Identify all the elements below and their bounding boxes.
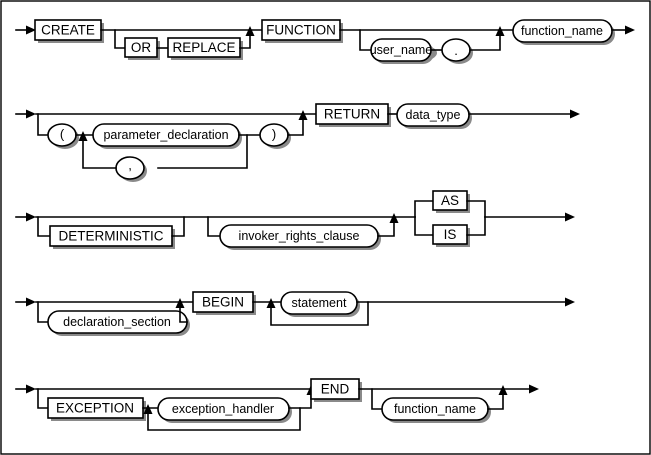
exit-arrow-row5 [529, 384, 539, 394]
branch-up-exception [299, 393, 312, 409]
entry-arrow-row3 [26, 212, 36, 222]
invoker-rights-label: invoker_rights_clause [239, 229, 360, 243]
parameter-declaration-label: parameter_declaration [103, 128, 228, 142]
exception-label: EXCEPTION [56, 401, 134, 416]
user-name-label: user_name [370, 43, 433, 57]
merge-arrow-function-name-2 [498, 385, 508, 395]
row-deterministic: DETERMINISTIC invoker_rights_clause AS I… [15, 190, 575, 250]
exit-arrow-row1 [625, 25, 635, 35]
branch-up-deterministic [171, 216, 185, 237]
comma-loop-left [82, 139, 117, 169]
choice-up-as [414, 200, 434, 218]
exception-handler-repeat-loop [147, 407, 301, 431]
rparen-label: ) [272, 126, 276, 141]
branch-down-deterministic [37, 216, 51, 237]
is-label: IS [444, 227, 457, 242]
branch-down-invoker [207, 216, 221, 237]
dot-label: . [454, 43, 458, 58]
exception-handler-oval[interactable] [157, 397, 290, 421]
declaration-section-label: declaration_section [63, 315, 171, 329]
function-name-1-oval[interactable] [512, 19, 613, 43]
branch-down-or [114, 29, 126, 49]
branch-up-declaration [179, 306, 188, 323]
begin-label: BEGIN [202, 295, 244, 310]
comma-label: , [128, 157, 132, 172]
branch-down-declaration [37, 301, 49, 323]
branch-down-function-name-2 [371, 388, 383, 410]
statement-label: statement [292, 296, 347, 310]
entry-arrow-row2 [26, 109, 36, 119]
function-name-1-label: function_name [521, 24, 603, 38]
row-create: CREATE OR REPLACE FUNCTION [15, 19, 635, 64]
function-name-2-label: function_name [394, 402, 476, 416]
merge-arrow-replace [245, 26, 255, 36]
branch-up-replace [239, 34, 251, 49]
statement-repeat-loop [270, 301, 369, 326]
or-label: OR [131, 40, 152, 55]
branch-up-rparen [287, 118, 304, 136]
exit-arrow-row2 [570, 109, 580, 119]
exit-arrow-row4 [565, 297, 575, 307]
statement-repeat-arrow [266, 298, 276, 308]
merge-arrow-invoker [389, 213, 399, 223]
row-exception: EXCEPTION exception_handler END function… [15, 378, 539, 431]
row-params: ( parameter_declaration , ) RETURN [15, 103, 580, 182]
entry-arrow-row4 [26, 297, 36, 307]
exception-handler-repeat-arrow [143, 404, 153, 414]
statement-oval[interactable] [280, 291, 358, 315]
exception-handler-label: exception_handler [172, 402, 274, 416]
data-type-label: data_type [406, 108, 461, 122]
return-label: RETURN [324, 107, 380, 122]
entry-arrow-row5 [26, 384, 36, 394]
lparen-label: ( [60, 126, 65, 141]
choice-down-as [466, 200, 486, 218]
row-begin: declaration_section BEGIN statement [15, 291, 575, 336]
branch-up-function-name-2 [487, 393, 504, 410]
merge-arrow-rparen [298, 110, 308, 120]
deterministic-label: DETERMINISTIC [58, 229, 163, 244]
as-label: AS [441, 193, 459, 208]
choice-up-is [466, 216, 486, 236]
branch-up-invoker [377, 221, 395, 237]
merge-arrow-declaration [175, 298, 185, 308]
exit-arrow-row3 [565, 212, 575, 222]
branch-up-dot [469, 34, 501, 51]
function-label: FUNCTION [266, 23, 336, 38]
branch-down-username [359, 29, 373, 51]
data-type-oval[interactable] [396, 103, 470, 127]
create-label: CREATE [41, 23, 95, 38]
branch-down-exception [37, 388, 49, 409]
end-label: END [321, 382, 350, 397]
merge-arrow-dot [495, 26, 505, 36]
branch-down-lparen [37, 113, 49, 136]
comma-loop-right [157, 134, 248, 169]
entry-arrow-row1 [26, 25, 36, 35]
comma-loop-arrow [78, 131, 88, 141]
choice-down-is [414, 216, 434, 236]
replace-label: REPLACE [172, 40, 235, 55]
